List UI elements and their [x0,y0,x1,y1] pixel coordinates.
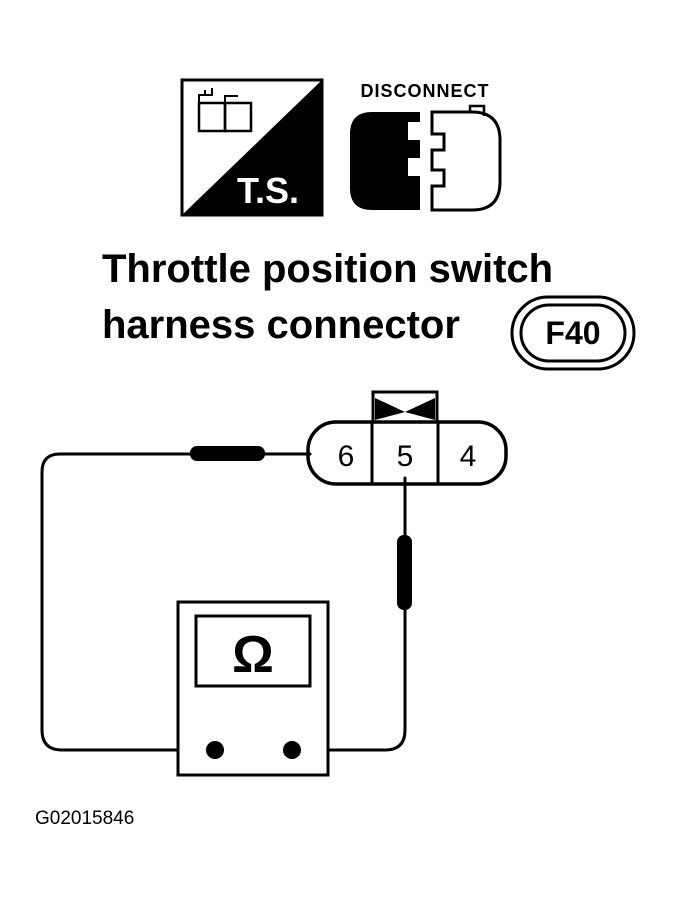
ohm-symbol: Ω [232,626,274,684]
connector-id-label: F40 [545,315,600,351]
disconnect-icon: DISCONNECT [350,81,502,212]
ts-icon: T.S. [180,78,324,217]
pin-5: 5 [397,440,414,473]
figure-id: G02015846 [35,808,134,829]
disconnect-label: DISCONNECT [360,81,489,101]
ohmmeter: Ω [176,600,330,777]
test-lead-right [290,476,412,752]
pin-6: 6 [338,440,355,473]
pin-4: 4 [460,440,477,473]
title-line-2: harness connector [102,303,460,347]
title-line-1: Throttle position switch [102,247,553,291]
harness-connector: 6 5 4 [306,390,508,486]
meter-terminal-left [206,741,224,759]
ts-label: T.S. [237,170,299,211]
connector-id-badge: F40 [510,295,636,371]
test-lead-left [40,446,312,752]
meter-terminal-right [283,741,301,759]
